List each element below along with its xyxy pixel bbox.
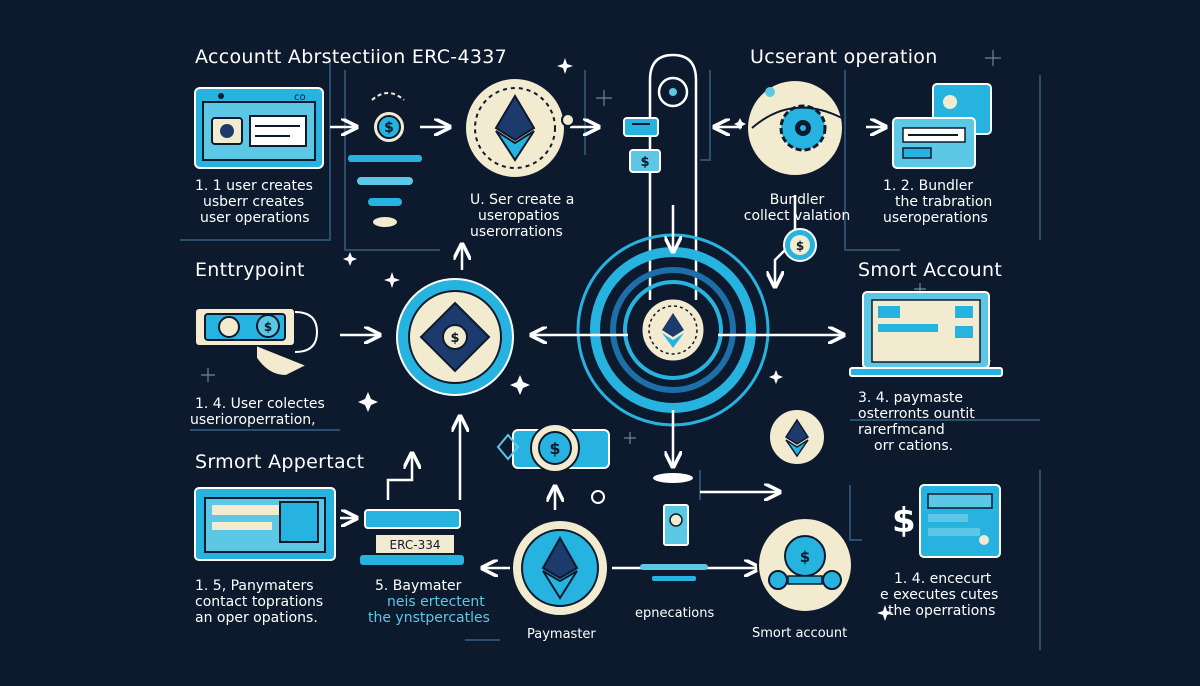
caption-step-u-ser: U. Ser create a useropatios userorration… [470, 192, 574, 240]
svg-text:rarerfmcand: rarerfmcand [858, 422, 945, 438]
caption-step-5: 5. Baymater neis ertectent the ynstperca… [368, 578, 490, 626]
smart-account-heading: Smort Account [858, 259, 1002, 281]
ethereum-node-top [464, 77, 575, 179]
paymaster-coin-card: $ [496, 423, 610, 504]
sparkles [343, 58, 893, 621]
caption-epnecations: epnecations [635, 606, 715, 621]
user-icon [220, 124, 234, 138]
svg-text:collect valation: collect valation [744, 208, 850, 224]
svg-text:userorrations: userorrations [470, 224, 563, 240]
svg-text:userioroperration,: userioroperration, [190, 412, 316, 428]
caption-step-1-4-user: 1. 4. User colectes userioroperration, [190, 396, 325, 428]
svg-text:neis ertectent: neis ertectent [387, 594, 485, 610]
erc-box: ERC-334 [360, 509, 464, 565]
window-tag: co [294, 92, 306, 103]
caption-step-3-4: 3. 4. paymaste osterronts ountit rarerfm… [858, 390, 975, 454]
caption-step-1-1: 1. 1 user creates usberr creates user op… [195, 178, 313, 226]
dollar-coin-icon: $ [371, 92, 406, 144]
caption-step-1-4-exec: 1. 4. encecurt e executes cutes the oper… [880, 571, 998, 619]
dollar-badge-icon: $ [783, 228, 817, 262]
svg-text:5. Baymater: 5. Baymater [375, 578, 462, 594]
user-window-card: co [194, 87, 324, 169]
dollar-sign-icon: $ [892, 501, 916, 541]
svg-text:contact toprations: contact toprations [195, 594, 323, 610]
svg-text:the operrations: the operrations [888, 603, 995, 619]
svg-text:the ynstpercatles: the ynstpercatles [368, 610, 490, 626]
svg-text:Bundler: Bundler [770, 192, 825, 208]
caption-paymaster: Paymaster [527, 627, 596, 642]
svg-text:orr cations.: orr cations. [874, 438, 953, 454]
execute-cards: $ [892, 484, 1001, 558]
caption-step-1-5: 1. 5, Panymaters contact toprations an o… [195, 578, 323, 626]
svg-text:1. 4. encecurt: 1. 4. encecurt [894, 571, 992, 587]
svg-text:$: $ [796, 239, 804, 253]
svg-text:e executes cutes: e executes cutes [880, 587, 998, 603]
svg-text:osterronts ountit: osterronts ountit [858, 406, 975, 422]
svg-text:$: $ [800, 548, 810, 566]
entrypoint-heading: Enttrypoint [195, 259, 305, 281]
caption-bundler: Bundler collect valation [744, 192, 850, 224]
svg-text:$: $ [549, 439, 560, 458]
smort-account-wallet-node: $ [757, 517, 853, 613]
caption-step-1-2: 1. 2. Bundler the trabration useroperati… [883, 178, 992, 226]
svg-text:usberr creates: usberr creates [203, 194, 304, 210]
svg-text:$: $ [384, 120, 394, 136]
ethereum-icon [662, 313, 684, 348]
entrypoint-card: $ [194, 307, 319, 378]
smort-account-ethereum-node [768, 408, 826, 466]
central-track [648, 53, 698, 300]
smart-account-laptop-icon [849, 291, 1003, 377]
paymaster-ethereum-node [511, 519, 609, 617]
svg-text:an oper opations.: an oper opations. [195, 610, 318, 626]
svg-text:$: $ [450, 331, 459, 346]
svg-text:1. 5, Panymaters: 1. 5, Panymaters [195, 578, 314, 594]
svg-text:1. 4. User colectes: 1. 4. User colectes [195, 396, 325, 412]
erc-label: ERC-334 [390, 538, 441, 552]
entrypoint-node: $ [396, 278, 514, 396]
hand-icon [255, 346, 307, 378]
frame-lines [180, 60, 1041, 650]
svg-text:useroperations: useroperations [883, 210, 988, 226]
svg-text:user operations: user operations [200, 210, 310, 226]
stack-discs [348, 155, 422, 227]
user-operation-heading: Ucserant operation [750, 46, 938, 68]
svg-text:3. 4. paymaste: 3. 4. paymaste [858, 390, 963, 406]
bundler-cards [892, 83, 992, 169]
router-box-icon: $ [623, 117, 661, 173]
caption-smort-account: Smort account [752, 626, 847, 641]
svg-text:1. 2. Bundler: 1. 2. Bundler [883, 178, 973, 194]
svg-text:$: $ [264, 320, 272, 334]
epnecations-doc-icon [640, 473, 708, 581]
bundler-gear-icon [746, 79, 844, 177]
svg-text:useropatios: useropatios [478, 208, 560, 224]
smart-appertact-heading: Srmort Appertact [195, 451, 364, 473]
svg-text:$: $ [640, 155, 649, 170]
svg-text:U. Ser create a: U. Ser create a [470, 192, 574, 208]
svg-text:1. 1 user creates: 1. 1 user creates [195, 178, 313, 194]
smart-appertact-card [194, 487, 336, 561]
svg-text:the trabration: the trabration [895, 194, 992, 210]
sparkle-outlines [201, 50, 1001, 444]
title-heading: Accountt Abrstectiion ERC-4337 [195, 46, 507, 68]
